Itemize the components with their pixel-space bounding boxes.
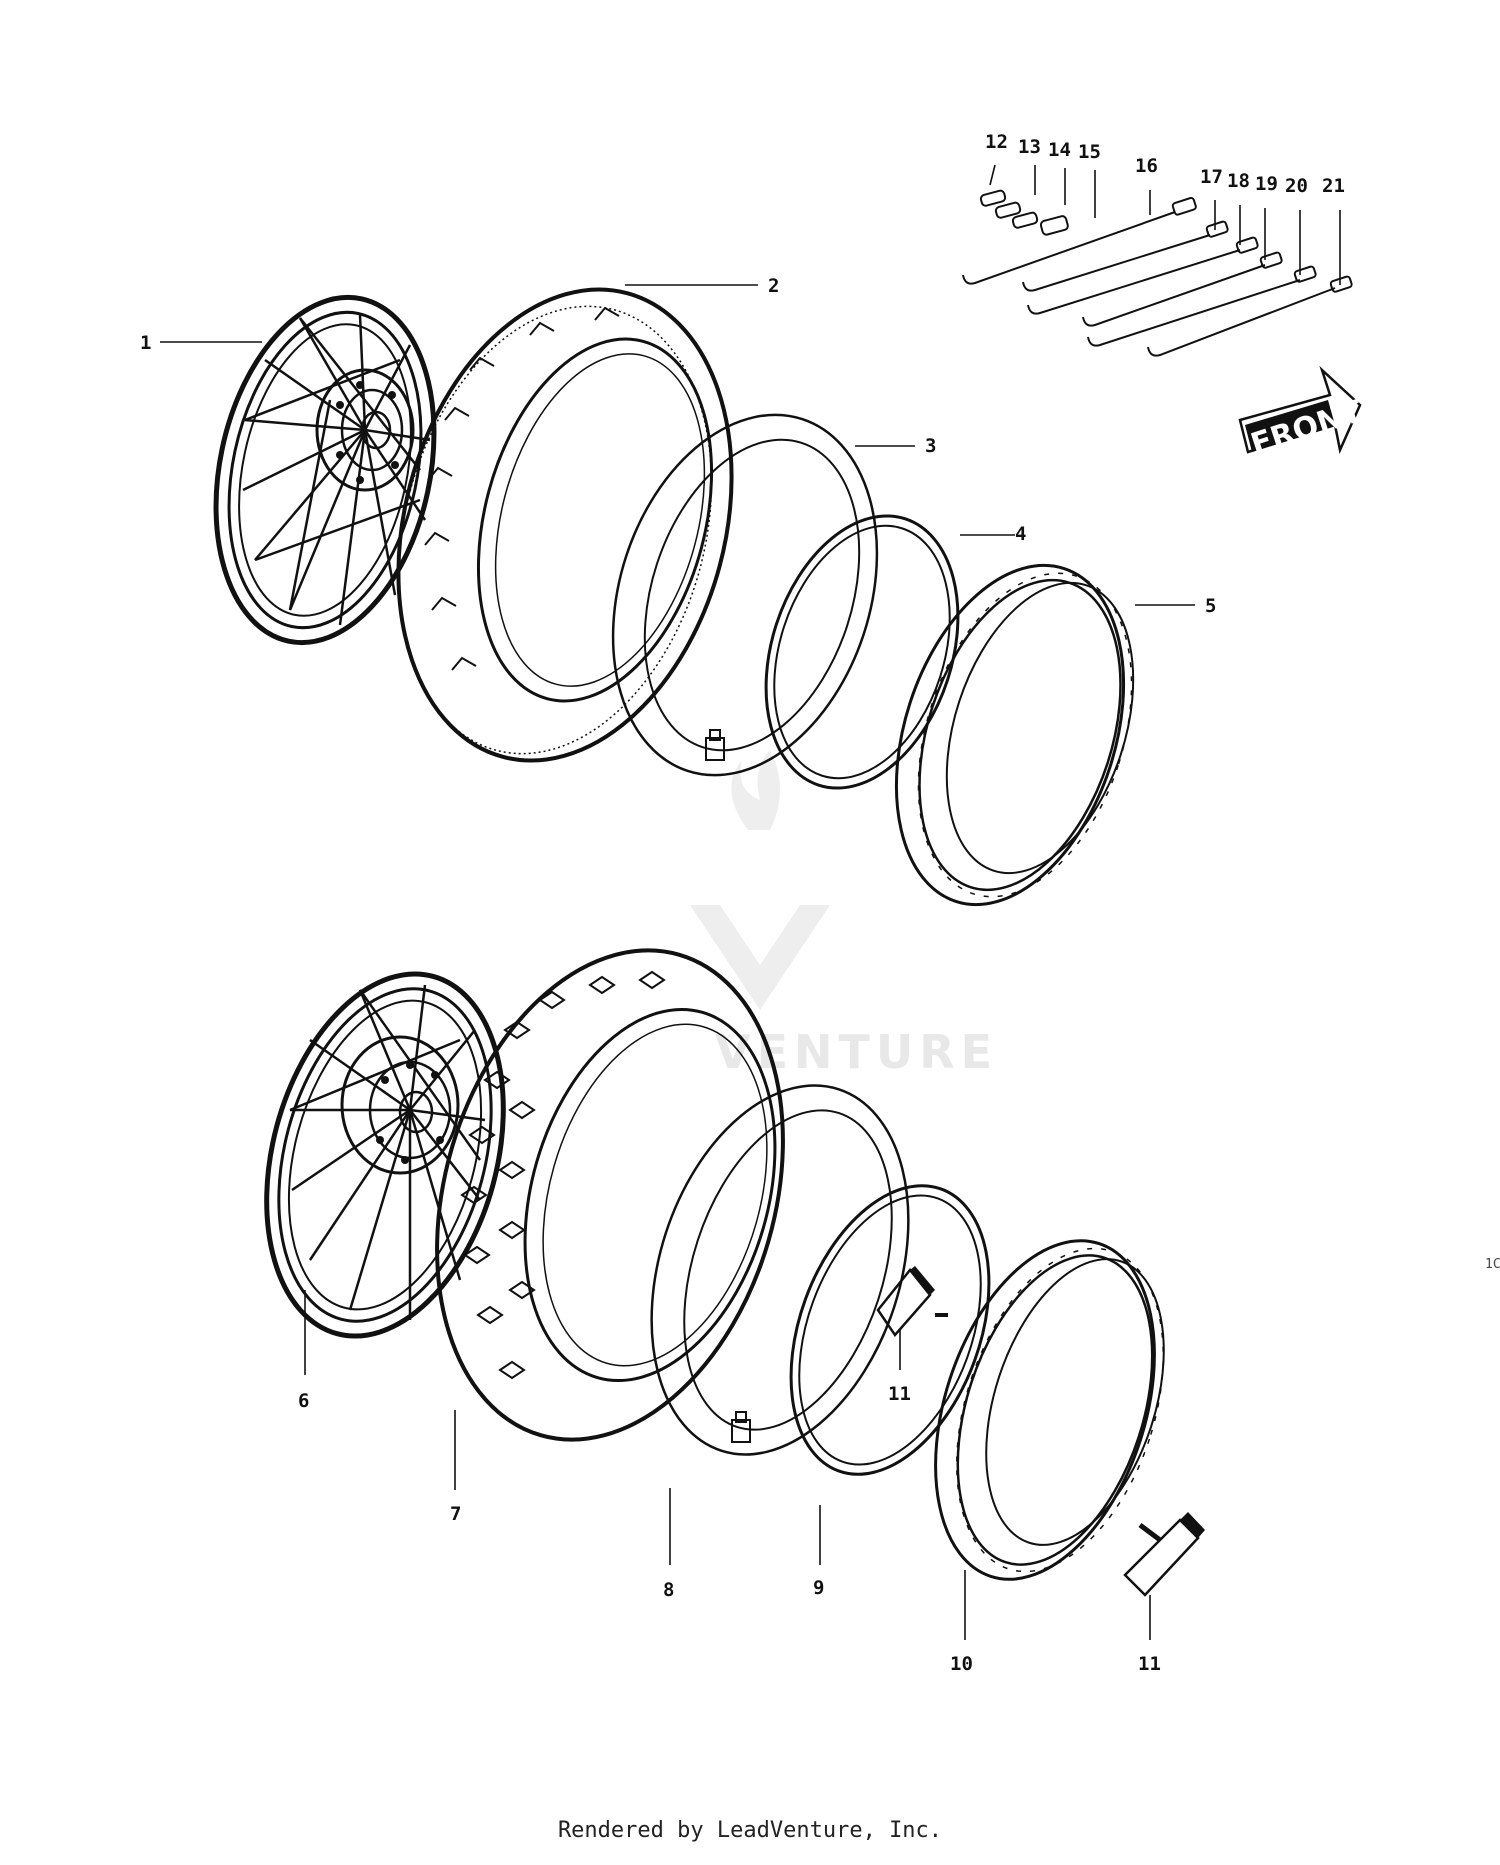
- callout-13: 13: [1018, 136, 1041, 158]
- rear-tube: [650, 1084, 910, 1456]
- callout-19: 19: [1255, 173, 1278, 195]
- part-callouts: 1 2 3 4 5 6 7 8 9 10 11 11 12 13 14 15 1…: [140, 131, 1345, 1675]
- callout-15: 15: [1078, 141, 1101, 163]
- front-rim: [894, 563, 1135, 907]
- front-tube: [611, 413, 879, 777]
- rear-rim: [934, 1239, 1165, 1581]
- page-edge-mark: 1C: [1485, 1257, 1500, 1272]
- callout-17: 17: [1200, 166, 1223, 188]
- watermark-logo: VENTURE: [690, 750, 998, 1079]
- front-tire: [396, 287, 734, 763]
- rim-lock-lower: [1123, 1512, 1205, 1597]
- callout-11-lower: 11: [1138, 1653, 1161, 1675]
- callout-20: 20: [1285, 175, 1308, 197]
- callout-6: 6: [298, 1390, 309, 1412]
- callout-21: 21: [1322, 175, 1345, 197]
- callout-5: 5: [1205, 595, 1216, 617]
- callout-12: 12: [985, 131, 1008, 153]
- callout-18: 18: [1227, 170, 1250, 192]
- callout-2: 2: [768, 275, 779, 297]
- callout-10: 10: [950, 1653, 973, 1675]
- callout-14: 14: [1048, 139, 1071, 161]
- render-credit-footer: Rendered by LeadVenture, Inc.: [557, 1818, 943, 1843]
- valve-stem-icon: [705, 729, 725, 761]
- callout-9: 9: [813, 1577, 824, 1599]
- front-wheel-assembly: [213, 294, 437, 646]
- rear-wheel-assembly: [264, 971, 506, 1339]
- front-direction-badge: FRONT: [1238, 365, 1367, 463]
- callout-16: 16: [1135, 155, 1158, 177]
- rear-rim-band: [789, 1184, 991, 1476]
- leader-lines: [160, 164, 1341, 1640]
- valve-stem-icon: [731, 1411, 751, 1443]
- callout-1: 1: [140, 332, 151, 354]
- front-rim-band: [764, 514, 960, 790]
- spoke-nipple-set: [962, 189, 1353, 357]
- callout-7: 7: [450, 1503, 461, 1525]
- front-badge-label: FRONT: [1247, 394, 1367, 463]
- callout-3: 3: [925, 435, 936, 457]
- rear-tire: [435, 948, 785, 1442]
- callout-11-upper: 11: [888, 1383, 911, 1405]
- rim-lock-upper: [876, 1266, 948, 1338]
- callout-4: 4: [1015, 523, 1026, 545]
- watermark-text: VENTURE: [715, 1025, 998, 1079]
- callout-8: 8: [663, 1579, 674, 1601]
